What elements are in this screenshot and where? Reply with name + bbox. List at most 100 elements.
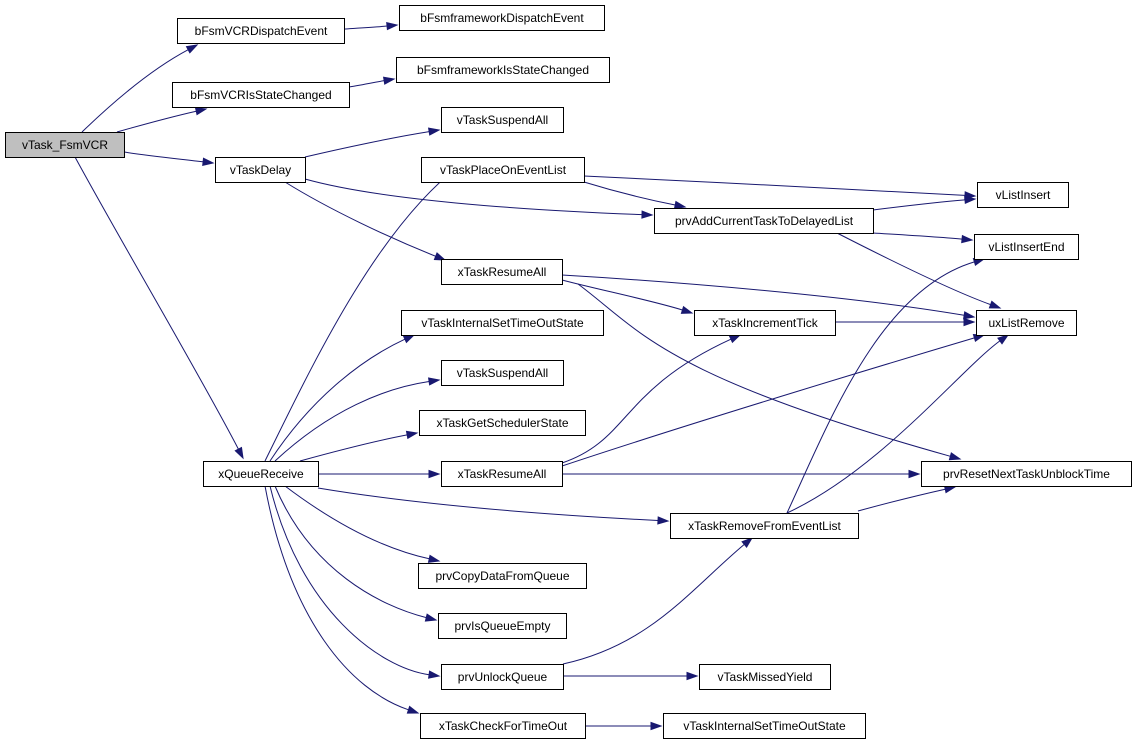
edge-n_prvadd-to-n_vlistend [872,232,974,244]
node-bdispatch[interactable]: bFsmVCRDispatchEvent [177,18,345,44]
node-box[interactable] [977,182,1069,208]
node-box[interactable] [441,664,564,690]
node-box[interactable] [401,310,604,336]
edge-line [299,434,408,462]
node-prvreset[interactable]: prvResetNextTaskUnblockTime [921,461,1132,487]
edge-n_qreceive-to-n_resume2 [318,469,441,479]
arrowhead-icon [686,671,699,681]
node-box[interactable] [441,107,564,133]
node-box[interactable] [441,259,563,285]
edge-n_qreceive-to-n_unlock [269,485,441,679]
edge-n_unlock-to-n_missed [562,671,699,681]
node-root[interactable]: vTask_FsmVCR [5,132,125,158]
node-box[interactable] [421,157,585,183]
node-box[interactable] [172,82,350,108]
node-suspend2[interactable]: vTaskSuspendAll [441,360,564,386]
node-label: xTaskRemoveFromEventList [688,519,841,533]
node-placeevent[interactable]: vTaskPlaceOnEventList [421,157,585,183]
node-label: vTaskDelay [230,163,291,177]
edge-line [343,25,388,30]
node-resume2[interactable]: xTaskResumeAll [441,461,563,487]
edge-line [274,381,430,462]
edge-line [284,485,430,560]
edge-line [74,156,239,450]
node-label: vListInsert [996,188,1051,202]
edges-layer [74,21,1010,731]
node-unlock[interactable]: prvUnlockQueue [441,664,564,690]
node-label: vTaskInternalSetTimeOutState [683,719,846,733]
node-box[interactable] [699,664,831,690]
edge-line [857,488,946,512]
arrowhead-icon [427,554,441,563]
arrowhead-icon [428,670,441,679]
node-checkto[interactable]: xTaskCheckForTimeOut [420,713,586,739]
node-box[interactable] [654,208,874,234]
edge-n_resume1-to-n_prvreset [577,283,962,461]
node-box[interactable] [921,461,1132,487]
node-label: vTask_FsmVCR [22,138,108,152]
node-delay[interactable]: vTaskDelay [215,157,306,183]
edge-line [561,274,965,316]
edge-line [317,487,659,521]
node-box[interactable] [663,713,866,739]
edge-n_placeevent-to-n_vlistinsert [583,175,977,200]
node-vlistend[interactable]: vListInsertEnd [974,234,1079,260]
node-box[interactable] [177,18,345,44]
arrowhead-icon [997,334,1010,345]
node-uxremove[interactable]: uxListRemove [976,310,1077,336]
edge-n_resume2-to-n_inctick [561,334,742,464]
edge-line [786,261,975,514]
node-vlistinsert[interactable]: vListInsert [977,182,1069,208]
edge-n_resume1-to-n_uxremove [561,274,976,320]
arrowhead-icon [964,195,977,205]
node-box[interactable] [396,57,610,83]
node-removeevent[interactable]: xTaskRemoveFromEventList [670,513,859,539]
node-inctick[interactable]: xTaskIncrementTick [694,310,836,336]
node-setto2[interactable]: vTaskInternalSetTimeOutState [663,713,866,739]
node-qreceive[interactable]: xQueueReceive [203,461,319,487]
node-resume1[interactable]: xTaskResumeAll [441,259,563,285]
node-label: prvIsQueueEmpty [454,619,550,633]
node-missed[interactable]: vTaskMissedYield [699,664,831,690]
node-label: vTaskMissedYield [718,670,813,684]
node-isempty[interactable]: prvIsQueueEmpty [438,613,567,639]
node-box[interactable] [670,513,859,539]
node-box[interactable] [203,461,319,487]
arrowhead-icon [194,107,208,116]
arrowhead-icon [405,430,419,440]
node-box[interactable] [399,5,605,31]
arrowhead-icon [961,234,974,244]
node-prvadd[interactable]: prvAddCurrentTaskToDelayedList [654,208,874,234]
arrowhead-icon [673,200,687,210]
node-label: xTaskResumeAll [458,265,547,279]
node-box[interactable] [694,310,836,336]
node-bfwdispatch[interactable]: bFsmframeworkDispatchEvent [399,5,605,31]
node-box[interactable] [976,310,1077,336]
node-bfwchanged[interactable]: bFsmframeworkIsStateChanged [396,57,610,83]
node-box[interactable] [418,563,587,589]
node-box[interactable] [974,234,1079,260]
node-getsched[interactable]: xTaskGetSchedulerState [419,410,586,436]
node-box[interactable] [441,461,563,487]
node-box[interactable] [438,613,567,639]
node-bchanged[interactable]: bFsmVCRIsStateChanged [172,82,350,108]
edge-line [284,181,436,257]
arrowhead-icon [427,127,441,136]
node-box[interactable] [419,410,586,436]
node-box[interactable] [441,360,564,386]
edge-line [304,131,430,158]
node-box[interactable] [420,713,586,739]
node-setto1[interactable]: vTaskInternalSetTimeOutState [401,310,604,336]
arrowhead-icon [234,446,244,460]
arrowhead-icon [428,377,441,386]
node-box[interactable] [215,157,306,183]
edge-root-to-n_bchanged [116,107,208,133]
edge-line [561,337,975,467]
node-label: vTaskInternalSetTimeOutState [421,316,584,330]
node-label: prvAddCurrentTaskToDelayedList [675,214,854,228]
node-copydata[interactable]: prvCopyDataFromQueue [418,563,587,589]
node-suspend1[interactable]: vTaskSuspendAll [441,107,564,133]
node-label: xTaskGetSchedulerState [436,416,568,430]
node-box[interactable] [5,132,125,158]
edge-n_qreceive-to-n_isempty [274,485,438,622]
